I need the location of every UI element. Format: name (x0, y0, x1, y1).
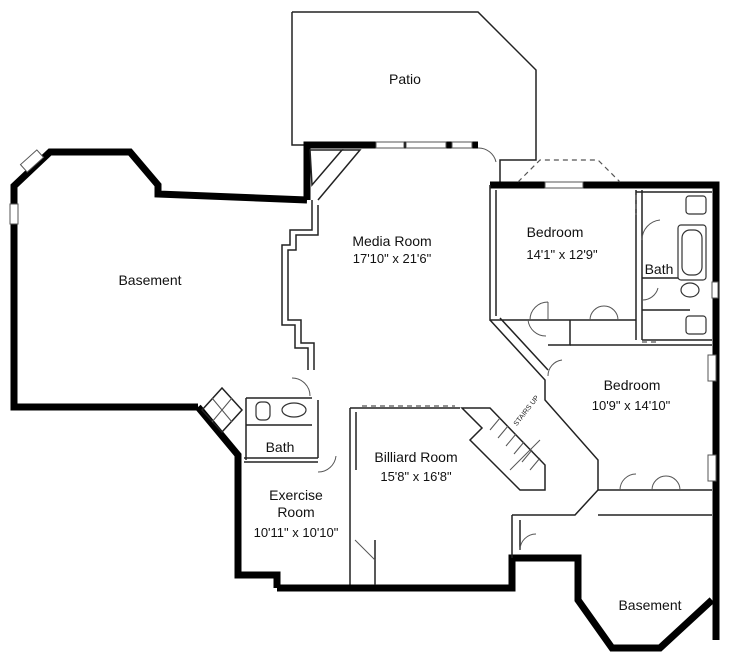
media-room-label: Media Room (352, 233, 431, 249)
door-swing (317, 455, 337, 473)
sink (685, 315, 707, 335)
media-room-size: 17'10" x 21'6" (353, 251, 432, 266)
media-room-chamfer (309, 149, 344, 187)
bath-east-label: Bath (645, 261, 674, 277)
stair-hall-diagonal (489, 317, 599, 516)
west-bath-walls (245, 397, 312, 460)
bath-east-walls (636, 191, 712, 341)
basement-west-label: Basement (118, 272, 181, 288)
basement-east-label: Basement (618, 597, 681, 613)
window (451, 141, 473, 149)
stair-treads (489, 417, 541, 471)
window (707, 454, 717, 482)
window (375, 141, 405, 149)
mech-chase-x (211, 397, 233, 423)
door-swing (354, 539, 376, 561)
window (19, 149, 45, 173)
stairs-label: STAIRS UP (513, 394, 541, 427)
stairs-outline (460, 407, 546, 491)
bedroom-north-size: 14'1" x 12'9" (526, 247, 598, 262)
billiard-room-south-wall (277, 554, 715, 652)
billiard-room-east-wall (511, 515, 521, 558)
bedroom-north-label: Bedroom (527, 224, 584, 240)
window (405, 141, 447, 149)
door-swing (641, 219, 661, 301)
basement-west-walls (10, 148, 308, 411)
bedroom-east-label: Bedroom (604, 377, 661, 393)
bay-window-north (517, 159, 621, 183)
bedroom-bath-partition (635, 190, 643, 340)
closet-doors (547, 359, 681, 491)
door-swing (519, 533, 537, 551)
window (544, 181, 584, 189)
sink (281, 402, 307, 418)
window (711, 281, 719, 299)
billiard-room-size: 15'8" x 16'8" (380, 469, 452, 484)
toilet (680, 282, 700, 298)
billiard-room-walls (349, 407, 460, 585)
exercise-room-walls (195, 404, 281, 588)
closet-doors (529, 301, 619, 321)
bath-west-label: Bath (266, 439, 295, 455)
patio-label: Patio (389, 71, 421, 87)
media-room-chamfer-line (317, 149, 362, 201)
billiard-room-label: Billiard Room (374, 449, 457, 465)
toilet (255, 401, 271, 421)
media-room-northwest-corner (303, 141, 372, 200)
bedroom-east-size: 10'9" x 14'10" (592, 398, 671, 413)
media-room-west-wall-inner (287, 205, 319, 370)
door-swing (291, 377, 311, 397)
window (707, 354, 717, 382)
exercise-room-partition (244, 400, 376, 585)
exercise-room-size: 10'11" x 10'10" (254, 525, 339, 540)
tub-inner (681, 229, 703, 276)
sink (685, 195, 707, 215)
media-room-west-wall (281, 200, 313, 370)
exercise-room-label-line1: Exercise (269, 487, 323, 503)
door-swing (477, 147, 497, 163)
mech-chase (200, 386, 244, 434)
bedroom-east-walls (570, 344, 712, 516)
window (9, 203, 19, 225)
exercise-room-label-line2: Room (277, 504, 314, 520)
door-swing (527, 319, 547, 337)
patio-outline (291, 11, 537, 186)
